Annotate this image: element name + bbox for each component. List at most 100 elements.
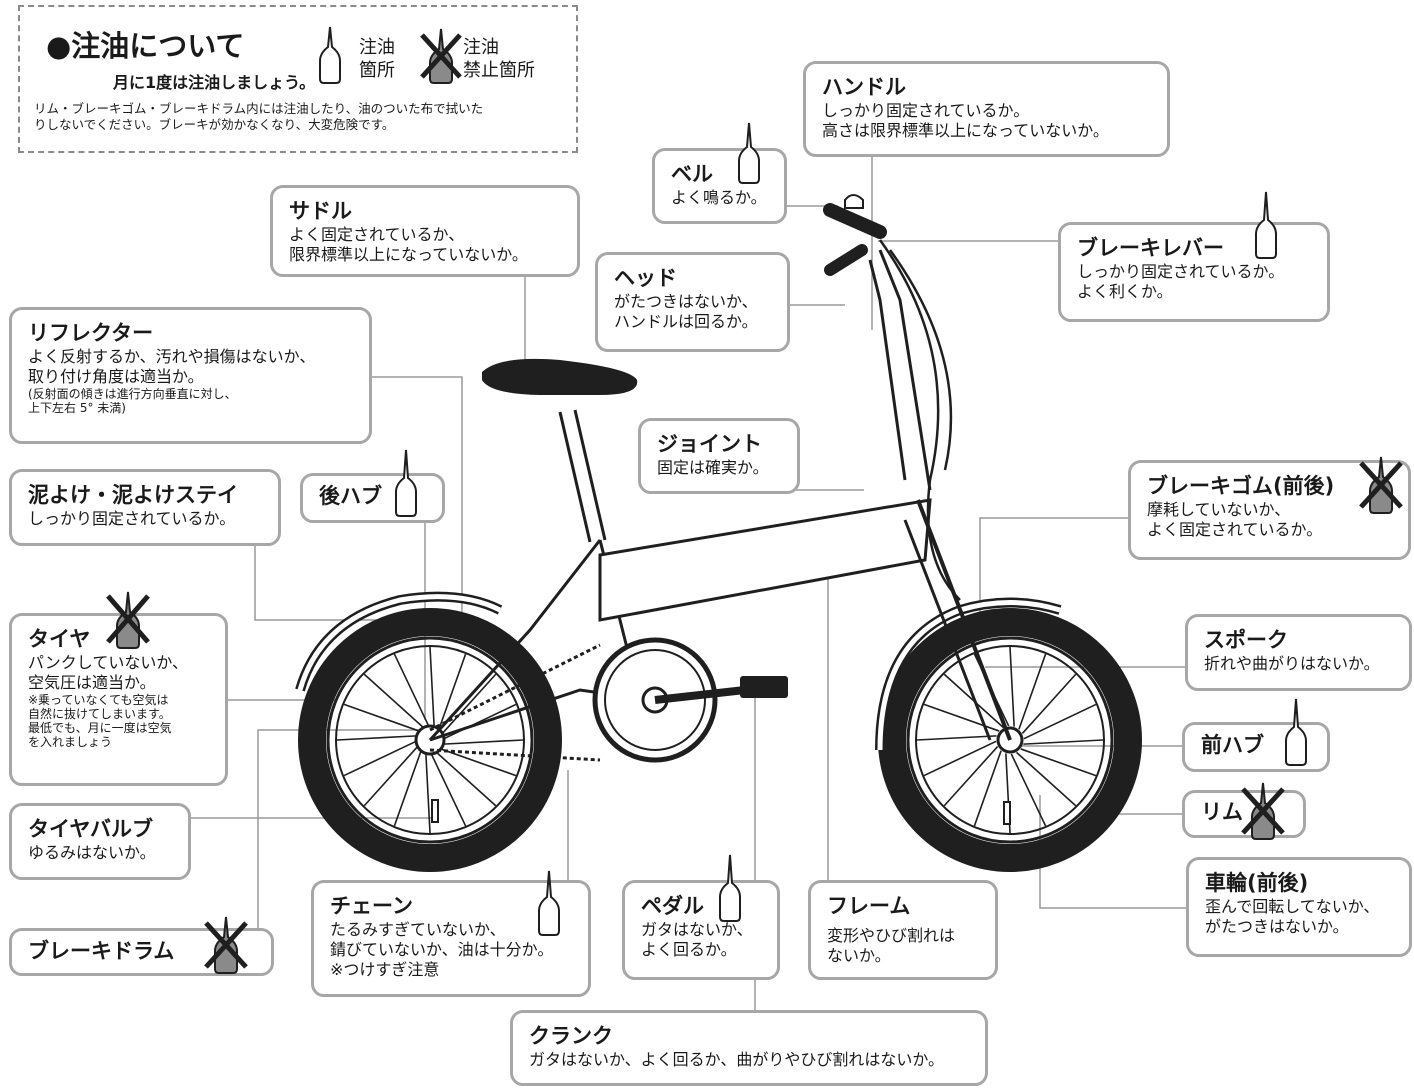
- spoke-line: [438, 653, 467, 730]
- callout-brake-lever-line-2: よく利くか。: [1077, 282, 1173, 301]
- callout-saddle-line-1: よく固定されているか、: [289, 225, 465, 244]
- no-oil-icon: [1359, 456, 1403, 514]
- oil-can-icon: [738, 122, 760, 184]
- callout-reflector-line-1: よく反射するか、汚れや損傷はないか、: [28, 347, 316, 366]
- spoke-line: [435, 751, 497, 807]
- legend-oil-line-1: 注油: [359, 37, 395, 58]
- callout-valve: タイヤバルブ ゆるみはないか。: [9, 803, 191, 880]
- callout-rear-hub: 後ハブ: [300, 449, 445, 523]
- callout-joint-line-1: 固定は確実か。: [657, 458, 769, 477]
- callout-brake-rubber: ブレーキゴム(前後) 摩耗していないか、 よく固定されているか。: [1128, 456, 1411, 560]
- callout-front-hub-title: 前ハブ: [1201, 733, 1264, 757]
- callout-brake-lever: ブレーキレバー しっかり固定されているか。 よく利くか。: [1058, 191, 1330, 322]
- callout-frame: フレーム 変形やひび割れは ないか。: [808, 880, 998, 980]
- oil-can-icon: [538, 870, 560, 936]
- callout-front-hub: 前ハブ: [1182, 698, 1330, 772]
- callout-chain: チェーン たるみすぎていないか、 錆びていないか、油は十分か。 ※つけすぎ注意: [311, 870, 591, 997]
- spoke-line: [440, 748, 517, 777]
- callout-bell: ベル よく鳴るか。: [652, 122, 787, 224]
- spoke-line: [393, 750, 422, 827]
- callout-chain-line-2: 錆びていないか、油は十分か。: [330, 940, 554, 959]
- legend-oil-line-2: 箇所: [359, 60, 395, 81]
- spoke-line: [430, 753, 467, 827]
- callout-spoke-line-1: 折れや曲がりはないか。: [1204, 654, 1380, 673]
- callout-head-line-1: がたつきはないか、: [614, 292, 758, 311]
- spoke-line: [973, 750, 1002, 827]
- callout-reflector: リフレクター よく反射するか、汚れや損傷はないか、 取り付け角度は適当か。 (反…: [9, 307, 372, 444]
- callout-reflector-note-1: (反射面の傾きは進行方向垂直に対し、: [28, 387, 237, 401]
- callout-valve-title: タイヤバルブ: [28, 817, 153, 841]
- spoke-line: [441, 673, 497, 735]
- callout-wheel-title: 車輪(前後): [1205, 871, 1309, 895]
- callout-reflector-note-2: 上下左右 5° 未満): [28, 401, 126, 415]
- callout-fender: 泥よけ・泥よけステイ しっかり固定されているか。: [9, 469, 281, 546]
- oiling-note-body-2: りしないでください。ブレーキが効かなくなり、大変危険です。: [34, 117, 395, 132]
- spoke-line: [1010, 753, 1047, 827]
- no-oil-icon: [1241, 782, 1285, 840]
- callout-pedal-line-1: ガタはないか、: [641, 920, 753, 939]
- spoke-line: [1023, 703, 1097, 740]
- oiling-note-body-1: リム・ブレーキゴム・ブレーキドラム内には注油したり、油のついた布で拭いた: [34, 101, 484, 116]
- callout-tire-note-2: 自然に抜けてしまいます。: [28, 707, 171, 721]
- oil-can-icon: [319, 26, 341, 84]
- callout-wheel-line-1: 歪んで回転してないか、: [1205, 897, 1380, 916]
- spoke-line: [916, 735, 997, 741]
- legend-no-oil-line-2: 禁止箇所: [463, 60, 535, 81]
- callout-tire-title: タイヤ: [28, 627, 91, 651]
- spoke-line: [443, 703, 517, 740]
- callout-joint: ジョイント 固定は確実か。: [638, 418, 800, 494]
- spoke-line: [363, 673, 425, 729]
- callout-pedal-title: ペダル: [641, 894, 704, 918]
- no-oil-icon: [106, 591, 150, 649]
- callout-chain-line-3: ※つけすぎ注意: [330, 960, 440, 979]
- spoke-line: [343, 703, 420, 732]
- callout-handle-line-1: しっかり固定されているか。: [822, 101, 1030, 120]
- callout-handle-title: ハンドル: [822, 75, 906, 99]
- callout-brake-lever-line-1: しっかり固定されているか。: [1077, 262, 1285, 281]
- callout-brake-lever-title: ブレーキレバー: [1077, 236, 1224, 260]
- callout-head: ヘッド がたつきはないか、 ハンドルは回るか。: [595, 252, 790, 352]
- callout-fender-line-1: しっかり固定されているか。: [28, 509, 236, 528]
- oil-can-icon: [395, 449, 417, 517]
- spoke-line: [1018, 653, 1047, 730]
- callout-handle-line-2: 高さは限界標準以上になっていないか。: [822, 121, 1109, 140]
- spoke-line: [393, 653, 430, 727]
- callout-reflector-title: リフレクター: [28, 321, 154, 345]
- oiling-note-subtitle: 月に1度は注油しましょう。: [113, 73, 316, 92]
- oil-can-icon: [719, 854, 741, 922]
- spoke-line: [1020, 748, 1097, 777]
- oil-can-icon: [1255, 191, 1277, 259]
- callout-crank: クランク ガタはないか、よく回るか、曲がりやひび割れはないか。: [510, 1010, 988, 1086]
- spoke-line: [1015, 751, 1077, 807]
- spoke-line: [923, 703, 1000, 732]
- callout-saddle: サドル よく固定されているか、 限界標準以上になっていないか。: [270, 185, 580, 277]
- callout-valve-line-1: ゆるみはないか。: [28, 843, 156, 862]
- callout-fender-title: 泥よけ・泥よけステイ: [28, 483, 238, 507]
- callout-brake-rubber-title: ブレーキゴム(前後): [1147, 474, 1335, 498]
- callout-joint-title: ジョイント: [657, 432, 762, 456]
- spoke-line: [1021, 673, 1077, 735]
- callout-spoke: スポーク 折れや曲がりはないか。: [1185, 614, 1412, 691]
- callout-rim: リム: [1182, 782, 1306, 840]
- callout-brake-rubber-line-1: 摩耗していないか、: [1147, 500, 1291, 519]
- oiling-note: ●注油について 月に1度は注油しましょう。 注油 箇所 注油 禁止箇所 リム・ブ…: [18, 5, 578, 153]
- spoke-line: [429, 646, 435, 727]
- oiling-note-title: ●注油について: [46, 29, 245, 63]
- callout-bell-line-1: よく鳴るか。: [671, 188, 767, 207]
- callout-tire-note-4: を入れましょう: [28, 735, 113, 749]
- spoke-line: [943, 745, 999, 807]
- no-oil-icon: [420, 28, 462, 84]
- callout-brake-rubber-line-2: よく固定されているか。: [1147, 520, 1323, 539]
- spoke-line: [923, 740, 997, 777]
- callout-bell-title: ベル: [671, 162, 713, 186]
- callout-head-title: ヘッド: [614, 266, 677, 290]
- callout-pedal: ペダル ガタはないか、 よく回るか。: [622, 854, 780, 980]
- callout-tire-note-3: 最低でも、月に一度は空気: [28, 721, 172, 735]
- spoke-line: [363, 745, 419, 807]
- spoke-line: [1023, 739, 1104, 745]
- spoke-line: [1009, 646, 1015, 727]
- callout-frame-title: フレーム: [827, 894, 911, 918]
- callout-reflector-line-2: 取り付け角度は適当か。: [28, 367, 204, 386]
- callout-chain-line-1: たるみすぎていないか、: [330, 920, 506, 939]
